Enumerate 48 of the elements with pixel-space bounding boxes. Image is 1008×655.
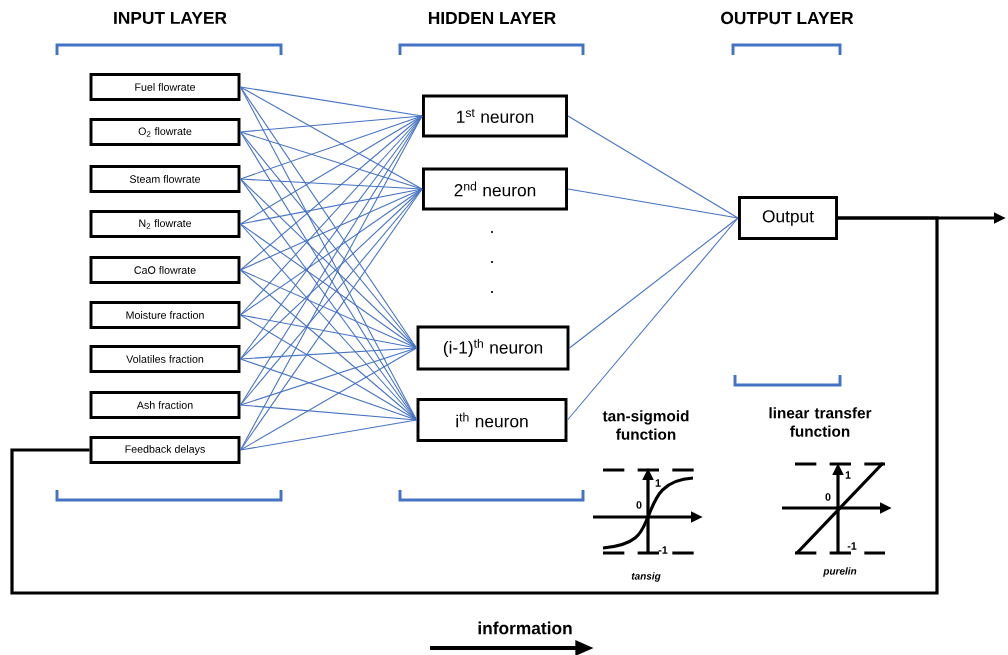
input-box: O$_{2}$ flowrate (89, 118, 241, 146)
information-label: information (478, 621, 572, 635)
connection-line (239, 115, 423, 271)
layer-heading: OUTPUT LAYER (721, 11, 854, 25)
input-box: N$_{2}$ flowrate (89, 210, 241, 238)
function-name: tansig (631, 572, 661, 582)
neuron-box: (i-1)$^{th}$ neuron (416, 325, 570, 371)
connection-line (567, 115, 739, 219)
connection-line (239, 115, 423, 133)
connection-line (239, 404, 418, 421)
connection-line (568, 217, 739, 349)
connection-line (10, 216, 939, 595)
function-title: linear transfer function (769, 407, 872, 437)
connection-line (566, 217, 739, 421)
connection-line (239, 269, 418, 349)
output-box: Output (738, 196, 838, 240)
ellipsis-dot: . (491, 231, 493, 233)
axis-label: 0 (636, 501, 642, 509)
input-box: Feedback delays (89, 436, 241, 464)
input-box: Moisture fraction (89, 301, 241, 329)
connection-line (239, 188, 423, 271)
connection-line (239, 188, 423, 451)
connection-line (239, 178, 423, 190)
connection-line (239, 419, 418, 451)
input-box: Ash fraction (89, 391, 241, 419)
ellipsis-dot: . (491, 261, 493, 263)
axis-label: 1 (655, 479, 661, 487)
neuron-box: i$^{th}$ neuron (416, 398, 568, 442)
input-box: Volatiles fraction (89, 345, 241, 373)
layer-heading: INPUT LAYER (114, 11, 227, 25)
layer-heading: HIDDEN LAYER (428, 12, 556, 24)
connection-line (239, 269, 418, 421)
function-name: purelin (823, 567, 857, 577)
connection-line (239, 347, 418, 360)
function-title: tan-sigmoid function (602, 410, 689, 440)
input-box: Fuel flowrate (89, 73, 241, 101)
connection-line (239, 347, 418, 451)
connection-line (239, 314, 418, 421)
input-box: Steam flowrate (89, 165, 241, 193)
neuron-box: 1$^{st}$ neuron (422, 94, 568, 138)
axis-label: -1 (658, 546, 668, 554)
neuron-box: 2$^{nd}$ neuron (422, 167, 568, 211)
input-box: CaO flowrate (89, 256, 241, 284)
connection-line (239, 86, 423, 190)
connection-line (239, 86, 418, 349)
ellipsis-dot: . (491, 291, 493, 293)
connection-line (567, 188, 739, 219)
connection-line (239, 86, 423, 117)
